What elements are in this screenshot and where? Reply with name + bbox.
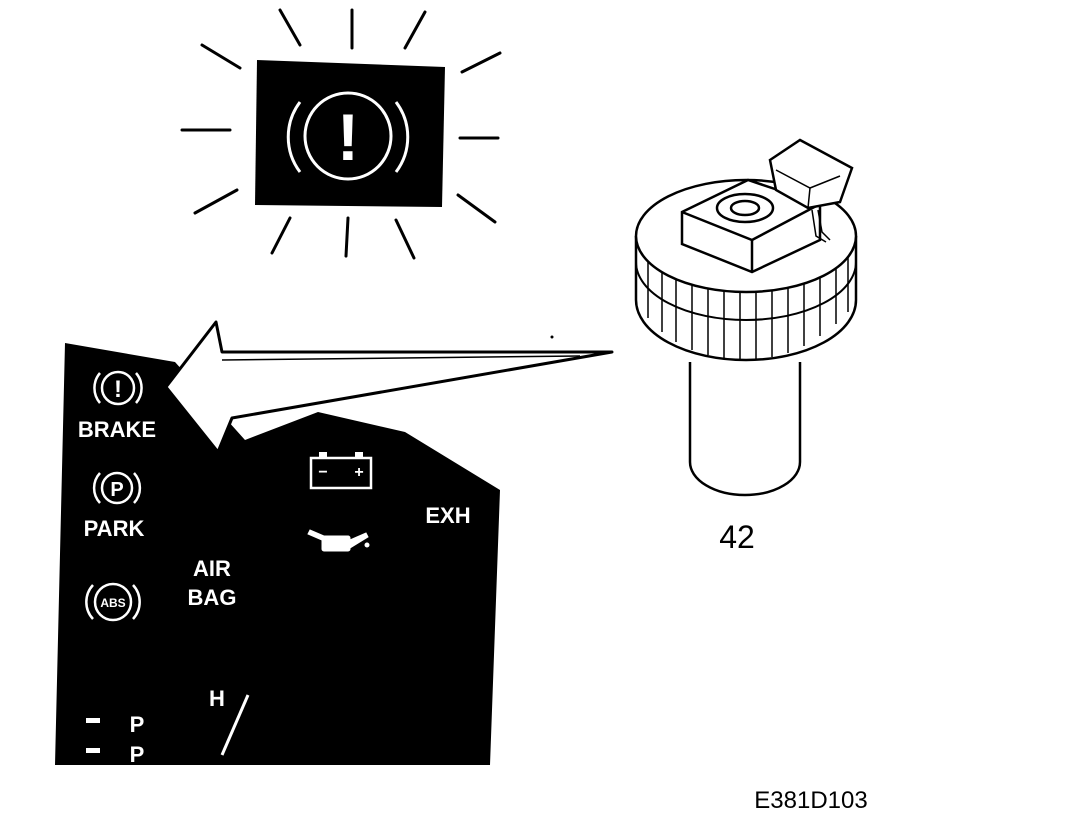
park-indicator: P PARK — [84, 471, 145, 541]
exh-indicator-label: EXH — [425, 503, 470, 528]
gear-indicator: P P — [86, 712, 144, 767]
lamp-symbol: ! — [337, 100, 359, 174]
brake-warning-icon — [286, 91, 410, 181]
pointer-arrow — [164, 320, 614, 454]
instrument-cluster: ! BRAKE P PARK ABS AIR BAG — [40, 343, 520, 805]
temperature-gauge: H — [209, 686, 250, 756]
gauge-scale — [220, 694, 250, 756]
airbag-label-line2: BAG — [188, 585, 237, 610]
battery-plus: + — [354, 464, 363, 481]
brake-indicator: ! BRAKE — [78, 370, 156, 442]
lamp-flash-rays — [180, 8, 502, 260]
figure-code: E381D103 — [754, 787, 867, 814]
cluster-panel — [55, 343, 500, 765]
brake-indicator-symbol: ! — [114, 376, 122, 403]
airbag-label-line1: AIR — [193, 556, 231, 581]
arrow-inner-shade — [221, 355, 581, 361]
park-indicator-symbol: P — [110, 479, 123, 501]
gear-next-label: P — [130, 742, 145, 767]
abs-indicator-icon — [85, 582, 141, 622]
park-indicator-label: PARK — [84, 516, 145, 541]
battery-minus: − — [318, 464, 327, 481]
abs-indicator: ABS — [85, 582, 141, 622]
cluster-crop-mask — [40, 765, 520, 805]
gauge-h-label: H — [209, 686, 225, 711]
brake-indicator-icon — [93, 370, 143, 406]
battery-icon: − + — [309, 452, 373, 490]
brake-indicator-label: BRAKE — [78, 417, 156, 442]
component-callout-number: 42 — [719, 519, 755, 555]
brake-fluid-reservoir-cap-icon — [634, 138, 858, 497]
abs-indicator-label: ABS — [100, 596, 125, 610]
speck — [550, 335, 554, 339]
park-indicator-icon — [92, 471, 142, 505]
gear-p-label: P — [130, 712, 145, 737]
oil-can-icon — [307, 529, 370, 552]
warning-lamp: ! — [180, 8, 502, 260]
